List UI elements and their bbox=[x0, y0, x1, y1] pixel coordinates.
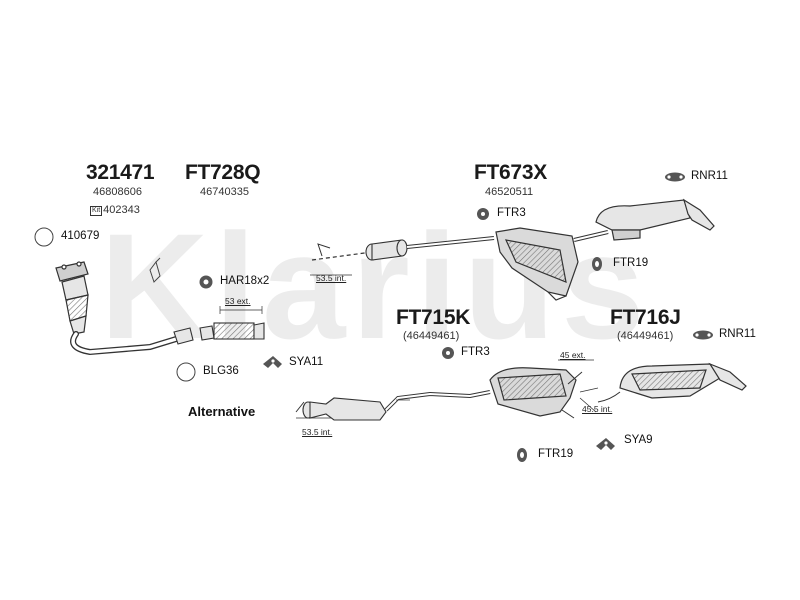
sya11-hanger-icon bbox=[263, 356, 282, 368]
dimension-53-5-int-top: 53.5 int. bbox=[316, 273, 347, 283]
ftr3-bottom-icon bbox=[442, 347, 454, 359]
accessory-sya9: SYA9 bbox=[624, 434, 653, 446]
oem-number-46808606: 46808606 bbox=[93, 186, 142, 198]
accessory-ftr19-bottom: FTR19 bbox=[538, 448, 574, 460]
rnr11-top-icon bbox=[665, 172, 685, 182]
top-pipe-left bbox=[311, 251, 373, 261]
dimension-53-5-int-bottom: 53.5 int. bbox=[302, 427, 333, 437]
accessory-410679: 410679 bbox=[61, 230, 100, 242]
sensor-410679-icon bbox=[34, 227, 54, 247]
ftr19-top-icon bbox=[592, 257, 602, 271]
accessory-sya11: SYA11 bbox=[289, 356, 324, 368]
top-resonator bbox=[365, 239, 408, 261]
accessory-ftr19-top: FTR19 bbox=[613, 257, 649, 269]
alternative-centre-silencer bbox=[302, 397, 387, 421]
dimension-53-ext: 53 ext. bbox=[225, 296, 251, 306]
accessory-ftr3-bottom: FTR3 bbox=[461, 346, 490, 358]
rear-silencer-ft716j bbox=[619, 362, 747, 399]
part-number-321471: 321471 bbox=[86, 161, 155, 184]
rnr11-bottom-icon bbox=[693, 330, 713, 340]
accessory-rnr11-bottom: RNR11 bbox=[719, 328, 756, 340]
sensor-blg36-icon bbox=[176, 362, 196, 382]
middle-silencer-ft715k bbox=[489, 367, 577, 417]
catalytic-converter-321471 bbox=[55, 261, 89, 335]
dimension-45-ext: 45 ext. bbox=[560, 350, 586, 360]
part-number-ft673x: FT673X bbox=[474, 161, 547, 184]
middle-silencer-ft673x bbox=[495, 227, 579, 301]
accessory-blg36: BLG36 bbox=[203, 365, 239, 377]
accessory-ftr3-top: FTR3 bbox=[497, 207, 526, 219]
part-number-ft716j: FT716J bbox=[610, 306, 681, 329]
oem-number-ft716j: (46449461) bbox=[617, 330, 674, 342]
ftr3-top-icon bbox=[477, 208, 489, 220]
kit-label: Kit bbox=[90, 206, 103, 216]
kit-number-value: 402343 bbox=[103, 204, 140, 216]
accessory-har18x2: HAR18x2 bbox=[220, 275, 270, 287]
oem-number-46740335: 46740335 bbox=[200, 186, 249, 198]
flex-pipe-ft728q bbox=[199, 322, 265, 341]
part-number-ft728q: FT728Q bbox=[185, 161, 261, 184]
dimension-45-5-int: 45.5 int. bbox=[582, 404, 613, 414]
har18x2-clamp-icon bbox=[199, 275, 213, 289]
ftr19-bottom-icon bbox=[517, 448, 527, 462]
accessory-rnr11-top: RNR11 bbox=[691, 170, 728, 182]
part-number-ft715k: FT715K bbox=[396, 306, 471, 329]
oem-number-ft715k: (46449461) bbox=[403, 330, 460, 342]
alternative-label: Alternative bbox=[188, 404, 256, 419]
sya9-hanger-icon bbox=[596, 438, 615, 450]
oem-number-46520511: 46520511 bbox=[485, 186, 534, 198]
top-rear-silencer bbox=[595, 198, 715, 241]
bracket bbox=[149, 260, 161, 283]
